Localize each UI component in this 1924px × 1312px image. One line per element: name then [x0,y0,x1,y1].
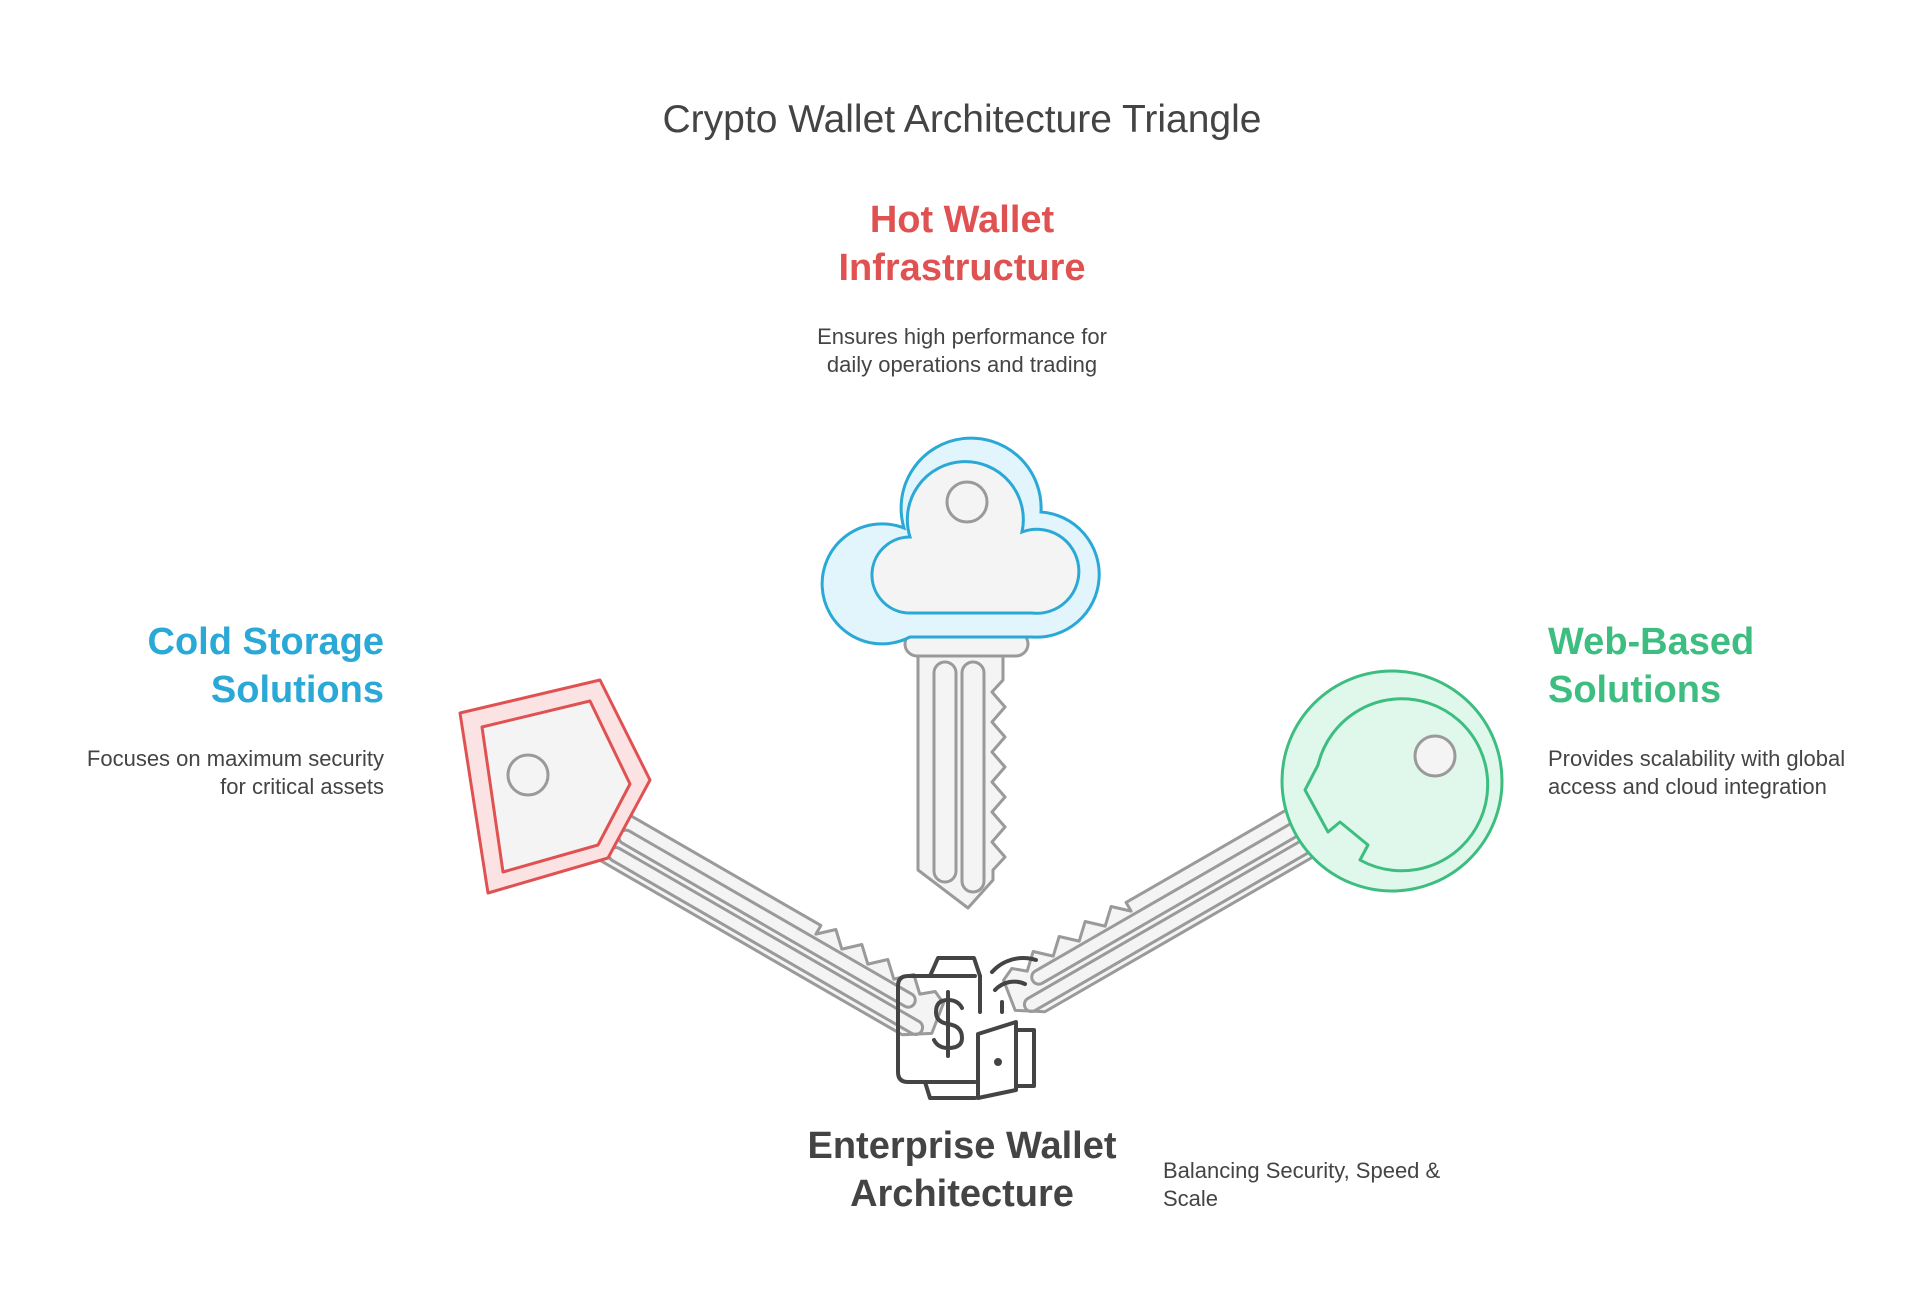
cloud-key-groove-2 [960,660,986,894]
web-based-desc-line-1: Provides scalability with global [1548,746,1846,771]
wallet-body [896,974,977,1084]
enterprise-wallet-desc-line-2: Scale [1163,1186,1219,1211]
cloud-key-icon [820,436,1101,910]
diamond-key-head [458,678,652,895]
card-back [1014,1028,1036,1088]
hot-wallet-desc-line-1: Ensures high performance for [817,324,1107,349]
hot-wallet-title-line-2: Infrastructure [838,247,1086,289]
enterprise-wallet-title-line-2: Architecture [850,1173,1074,1215]
wifi-arc-inner [993,979,1027,992]
enterprise-wallet-title: Enterprise Wallet Architecture [762,1122,1162,1218]
card-slot [976,1020,1018,1100]
cold-storage-title-line-1: Cold Storage [147,621,384,663]
cold-storage-desc-line-2: for critical assets [220,774,384,799]
web-based-description: Provides scalability with global access … [1548,745,1908,801]
hot-wallet-title-line-1: Hot Wallet [869,199,1055,241]
round-key-hole [1413,734,1457,778]
wallet-top-strap [928,956,982,978]
enterprise-wallet-description: Balancing Security, Speed & Scale [1163,1157,1503,1213]
web-based-desc-line-2: access and cloud integration [1548,774,1827,799]
enterprise-wallet-title-line-1: Enterprise Wallet [807,1125,1117,1167]
diagram-title: Crypto Wallet Architecture Triangle [662,98,1262,141]
diamond-key-head-inner [480,699,632,874]
wallet-dollar-icon [896,956,1038,1100]
wallet-bottom-strap [923,1080,977,1100]
web-based-title: Web-Based Solutions [1548,618,1868,714]
web-based-title-line-2: Solutions [1548,669,1722,711]
hot-wallet-title: Hot Wallet Infrastructure [812,196,1112,292]
web-based-title-line-1: Web-Based [1548,621,1755,663]
wifi-arc-outer [990,956,1038,974]
cloud-key-groove-1 [932,660,958,884]
cold-storage-desc-line-1: Focuses on maximum security [86,746,384,771]
cloud-key-head-inner [870,460,1081,615]
dollar-sign [932,990,964,1058]
cloud-key-hole [945,480,989,524]
hot-wallet-desc-line-2: daily operations and trading [826,352,1098,377]
cold-storage-title-line-2: Solutions [210,669,384,711]
card-dot [994,1058,1002,1066]
round-key-head [1280,669,1504,893]
enterprise-wallet-desc-line-1: Balancing Security, Speed & [1163,1158,1441,1183]
hot-wallet-description: Ensures high performance for daily opera… [762,323,1162,379]
cold-storage-title: Cold Storage Solutions [84,618,384,714]
cold-storage-description: Focuses on maximum security for critical… [34,745,384,801]
diamond-key-hole [506,753,550,797]
